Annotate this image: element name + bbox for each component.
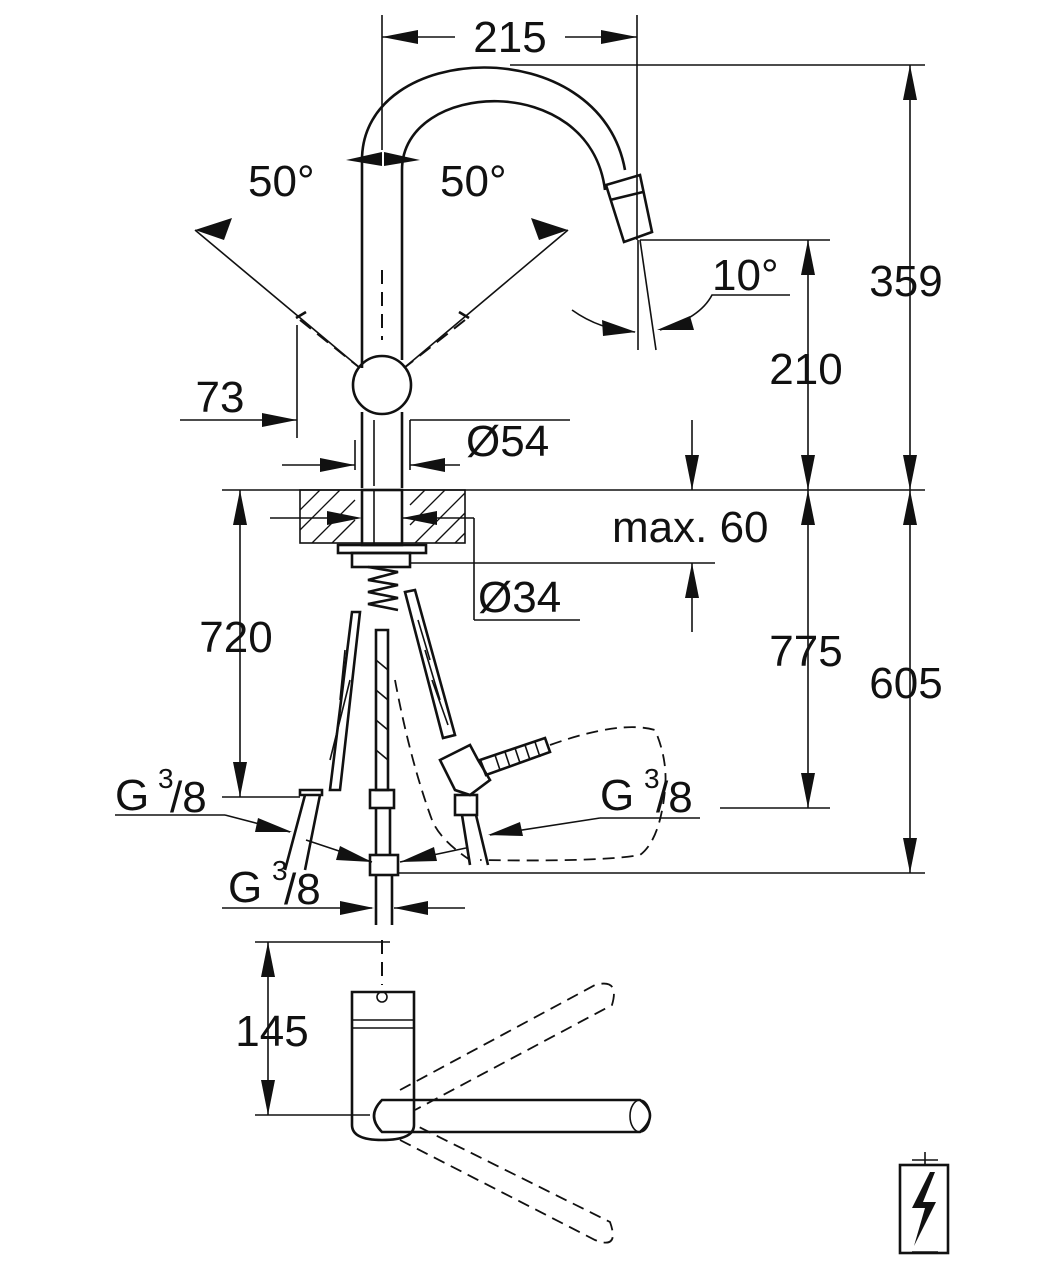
dimension-spout-tilt: 10° bbox=[571, 239, 790, 351]
countertop-section bbox=[222, 488, 925, 612]
max-60-label: max. 60 bbox=[612, 503, 769, 552]
dimension-spout-clearance: 210 bbox=[640, 239, 843, 490]
swivel-right-label: 50° bbox=[440, 157, 507, 206]
thread-label-center: G 3 /8 bbox=[222, 839, 467, 915]
dim-145-label: 145 bbox=[235, 1007, 308, 1056]
dim-73-label: 73 bbox=[196, 373, 245, 422]
dim-775-label: 775 bbox=[769, 627, 842, 676]
swivel-left-label: 50° bbox=[248, 157, 315, 206]
thread-center-den: /8 bbox=[284, 865, 321, 914]
diameter-34-label: Ø34 bbox=[478, 573, 561, 622]
electrical-warning-icon bbox=[898, 1152, 950, 1255]
dim-605-label: 605 bbox=[869, 659, 942, 708]
dimension-hole-diameter: Ø34 bbox=[270, 511, 580, 622]
dimension-height-above-counter: 359 bbox=[510, 64, 943, 490]
dim-720-label: 720 bbox=[199, 613, 272, 662]
thread-left-num: 3 bbox=[158, 763, 174, 794]
thread-right-g: G bbox=[600, 771, 634, 820]
thread-left-den: /8 bbox=[170, 773, 207, 822]
thread-right-num: 3 bbox=[644, 763, 660, 794]
thread-center-num: 3 bbox=[272, 855, 288, 886]
supply-hoses bbox=[283, 588, 667, 925]
tilt-label: 10° bbox=[712, 251, 779, 300]
dimension-lever-reach: 73 bbox=[180, 325, 298, 438]
dimension-max-counter-thickness: max. 60 bbox=[410, 420, 769, 632]
dimension-hose-length: 720 bbox=[199, 490, 300, 798]
lever-ball bbox=[351, 354, 413, 416]
faucet-side-view: 50° 50° bbox=[194, 66, 654, 488]
faucet-top-view: 145 bbox=[235, 940, 652, 1244]
thread-left-g: G bbox=[115, 771, 149, 820]
thread-center-g: G bbox=[228, 863, 262, 912]
dim-359-label: 359 bbox=[869, 257, 942, 306]
dimension-below-counter-775: 775 bbox=[720, 490, 843, 809]
thread-right-den: /8 bbox=[656, 773, 693, 822]
dimension-overall-width: 215 bbox=[381, 13, 638, 240]
dim-210-label: 210 bbox=[769, 345, 842, 394]
thread-label-left: G 3 /8 bbox=[115, 763, 292, 833]
diameter-54-label: Ø54 bbox=[466, 417, 549, 466]
dimension-body-diameter: Ø54 bbox=[282, 417, 570, 472]
thread-label-right: G 3 /8 bbox=[488, 763, 700, 836]
dimension-below-counter-605: 605 bbox=[398, 490, 943, 874]
dim-215-label: 215 bbox=[473, 13, 546, 62]
